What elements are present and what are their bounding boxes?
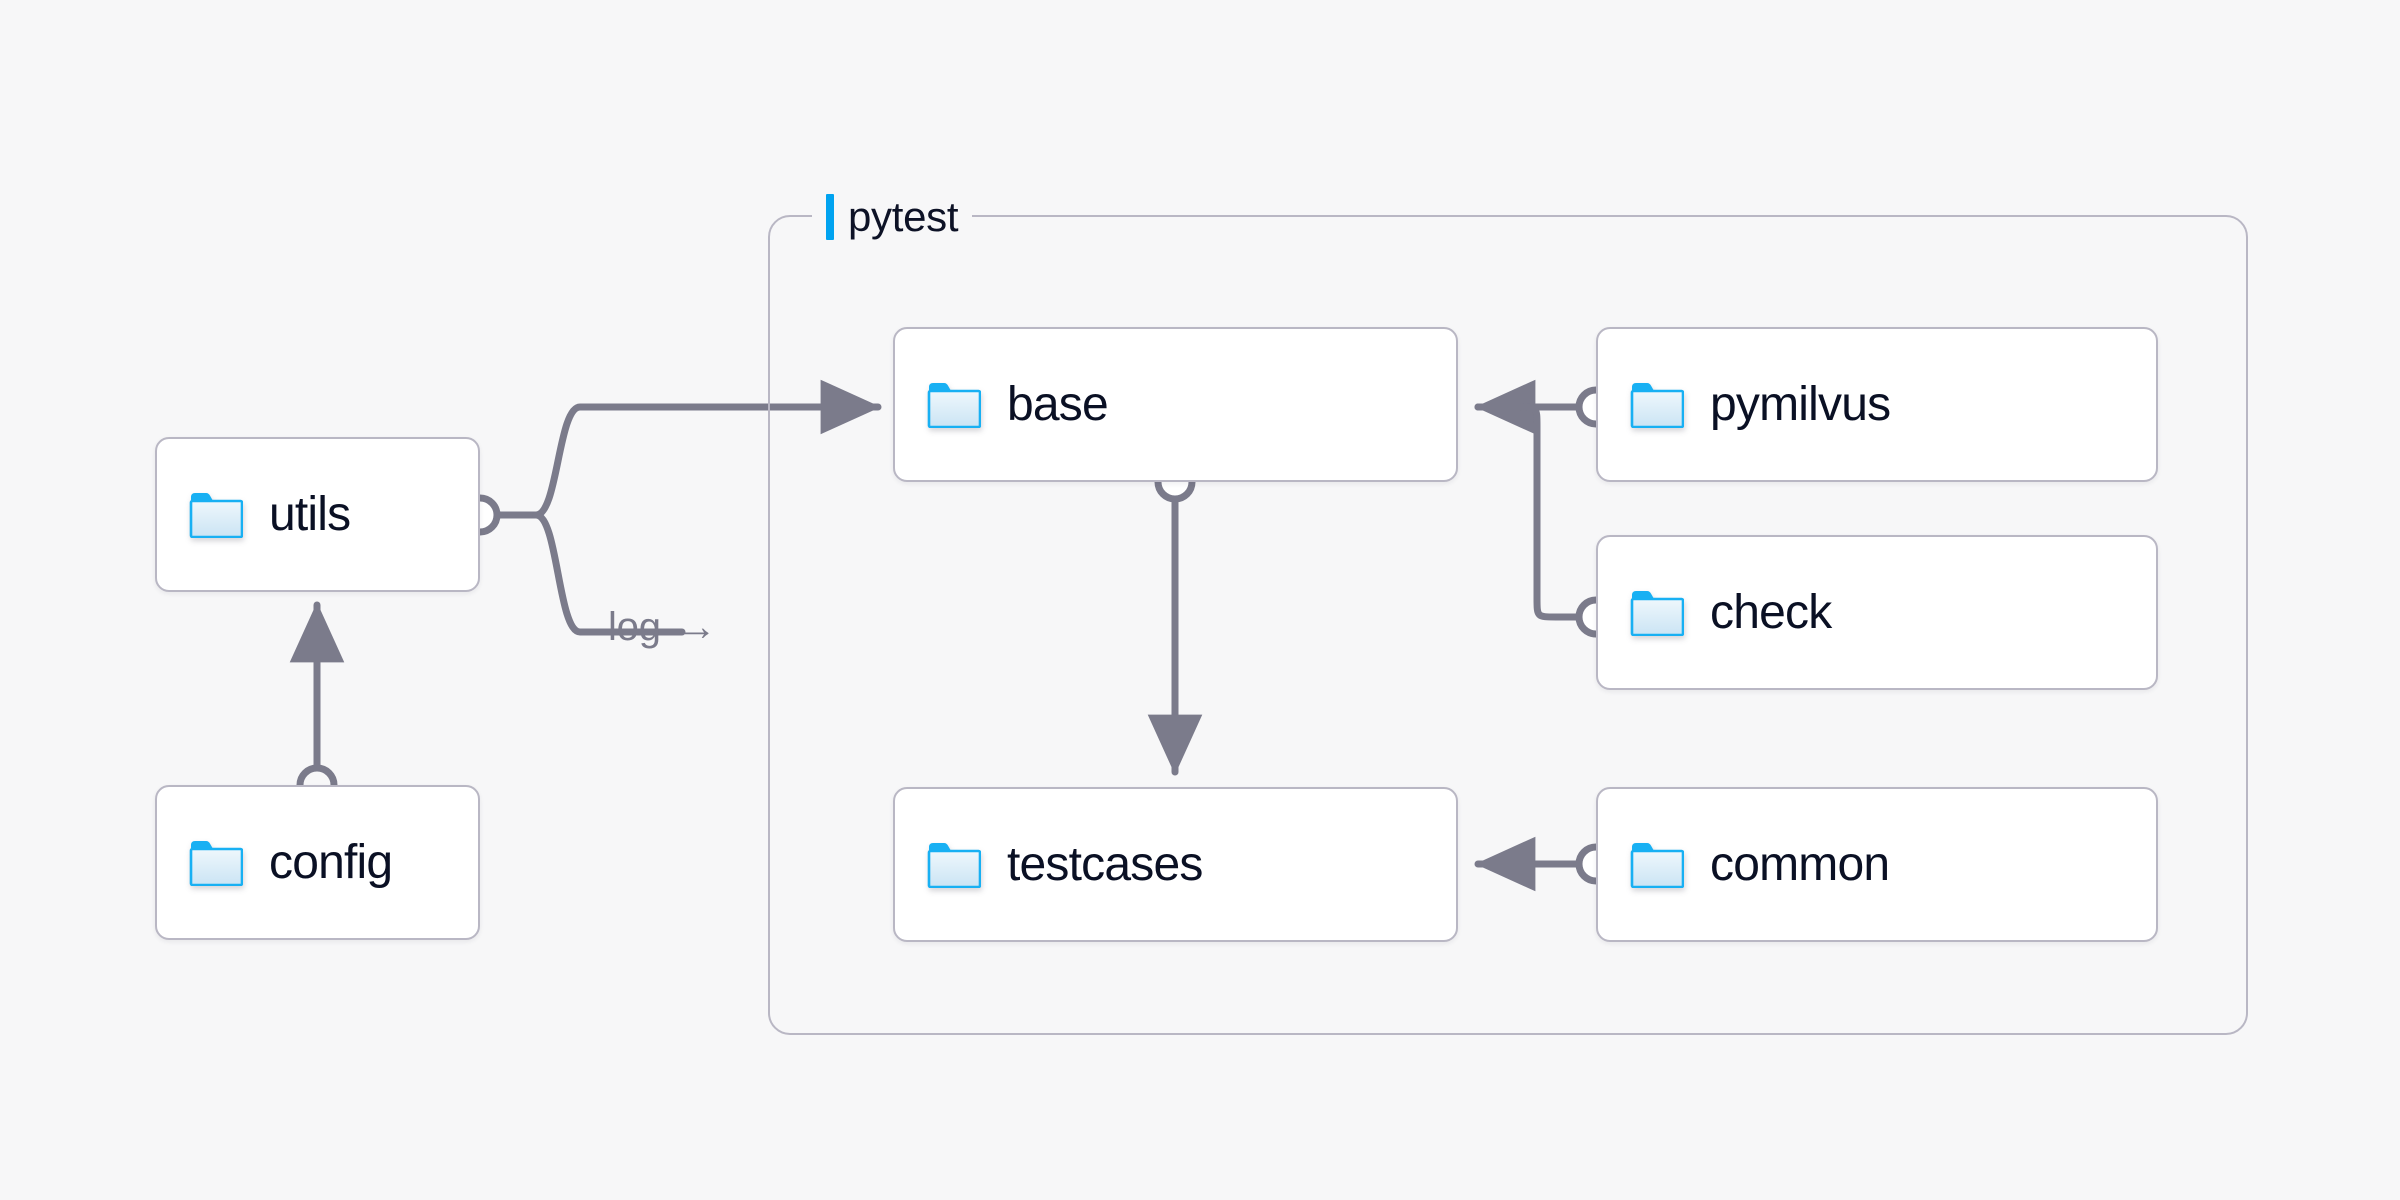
folder-icon <box>189 840 244 886</box>
node-utils[interactable]: utils <box>155 437 480 592</box>
folder-icon <box>1630 382 1685 428</box>
group-accent-bar <box>826 194 834 240</box>
folder-icon <box>1630 590 1685 636</box>
node-label-base: base <box>1007 377 1109 431</box>
arrow-right-icon: → <box>676 605 717 649</box>
node-check[interactable]: check <box>1596 535 2158 690</box>
folder-icon <box>1630 842 1685 888</box>
node-config[interactable]: config <box>155 785 480 940</box>
node-label-check: check <box>1710 585 1832 639</box>
node-label-testcases: testcases <box>1007 837 1203 891</box>
node-base[interactable]: base <box>893 327 1458 482</box>
folder-icon <box>189 840 244 886</box>
edge-label-log: log → <box>608 605 717 650</box>
node-label-utils: utils <box>269 487 351 541</box>
pytest-group-label: pytest <box>812 190 973 244</box>
pytest-group-container <box>768 215 2248 1035</box>
folder-icon <box>189 492 244 538</box>
folder-icon <box>1630 842 1685 888</box>
folder-icon <box>1630 382 1685 428</box>
folder-icon <box>1630 590 1685 636</box>
folder-icon <box>927 382 982 428</box>
node-pymilvus[interactable]: pymilvus <box>1596 327 2158 482</box>
folder-icon <box>189 492 244 538</box>
edge-config-to-utils <box>289 601 345 806</box>
node-label-pymilvus: pymilvus <box>1710 377 1891 431</box>
node-label-config: config <box>269 835 393 889</box>
group-label-text: pytest <box>848 193 959 240</box>
folder-icon <box>927 842 982 888</box>
node-testcases[interactable]: testcases <box>893 787 1458 942</box>
folder-icon <box>927 842 982 888</box>
edge-label-log-text: log <box>608 605 661 649</box>
node-common[interactable]: common <box>1596 787 2158 942</box>
folder-icon <box>927 382 982 428</box>
node-label-common: common <box>1710 837 1890 891</box>
